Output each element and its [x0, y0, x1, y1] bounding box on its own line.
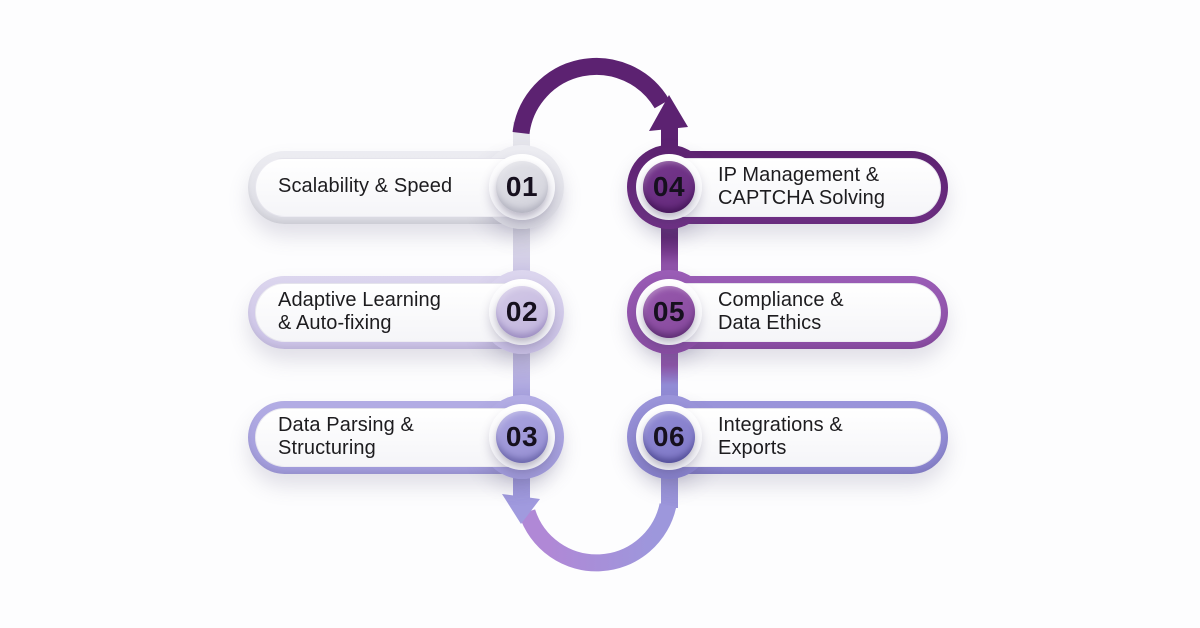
step-label: Data Parsing & Structuring [278, 413, 414, 459]
step-card-01: 01 Scalability & Speed [248, 145, 566, 229]
top-arc [512, 57, 670, 135]
bottom-arc-head-stub [513, 473, 530, 500]
top-arrowhead-icon [649, 95, 688, 131]
column-link-02-03 [513, 350, 530, 400]
step-card-03: 03 Data Parsing & Structuring [248, 395, 566, 479]
step-label: Adaptive Learning & Auto-fixing [278, 288, 441, 334]
step-card-05: 05 Compliance & Data Ethics [627, 270, 948, 354]
step-card-04: 04 IP Management & CAPTCHA Solving [627, 145, 948, 229]
step-number: 06 [643, 411, 695, 463]
step-number: 04 [643, 161, 695, 213]
step-label: Integrations & Exports [718, 413, 843, 459]
bottom-arc-tail-stub [661, 474, 678, 508]
card-body [655, 283, 941, 342]
column-link-04-05 [661, 225, 678, 275]
step-number: 02 [496, 286, 548, 338]
step-label: Scalability & Speed [278, 175, 453, 198]
card-body [655, 408, 941, 467]
step-card-06: 06 Integrations & Exports [627, 395, 948, 479]
bottom-arrowhead-icon [502, 494, 540, 524]
step-number: 05 [643, 286, 695, 338]
bottom-arc [518, 503, 677, 572]
step-number: 01 [496, 161, 548, 213]
step-card-02: 02 Adaptive Learning & Auto-fixing [248, 270, 566, 354]
step-number: 03 [496, 411, 548, 463]
step-label: IP Management & CAPTCHA Solving [718, 163, 886, 209]
card-body [655, 158, 941, 217]
column-link-05-06 [661, 350, 678, 400]
column-link-01-02 [513, 225, 530, 275]
step-label: Compliance & Data Ethics [718, 288, 844, 334]
